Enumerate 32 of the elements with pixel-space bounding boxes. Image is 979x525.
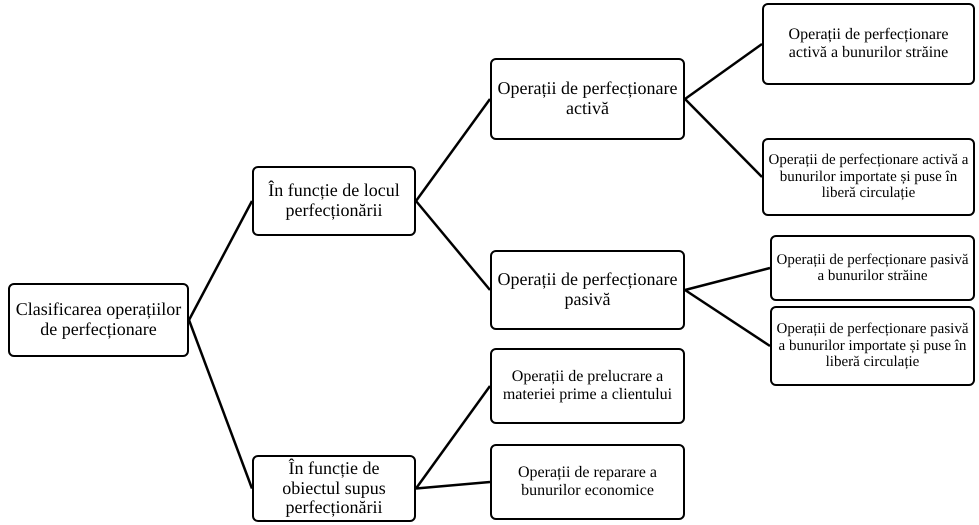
box-text: În funcție de obiectul supus perfecționării xyxy=(281,458,387,518)
box-text: Operații de perfecționare activă a bunurilor importate și puse în liberă circulație xyxy=(768,152,969,202)
connector-line xyxy=(415,200,491,291)
box-text: Operații de reparare a bunurilor economice xyxy=(516,464,658,500)
connector-line xyxy=(684,288,771,348)
connector-line xyxy=(414,385,492,490)
box-text: Operații de prelucrare a materiei prime a clientului xyxy=(502,368,674,404)
category-box xyxy=(770,235,975,301)
category-box xyxy=(252,166,416,236)
category-box xyxy=(490,58,685,140)
connector-line xyxy=(414,98,492,202)
category-box xyxy=(490,444,685,520)
box-text: În funcție de locul perfecționării xyxy=(267,181,401,221)
category-box xyxy=(252,455,416,522)
box-text: Clasificarea operațiilor de perfecționare xyxy=(14,300,182,340)
category-box xyxy=(770,306,975,386)
category-box xyxy=(490,250,685,330)
connector-line xyxy=(684,266,770,292)
connector-line xyxy=(188,200,254,321)
box-text: Operații de perfecționare activă a bunurilor străine xyxy=(788,26,950,62)
category-box xyxy=(762,3,975,85)
connector-line xyxy=(684,98,763,178)
box-text: Operații de perfecționare pasivă a bunurilor străine xyxy=(776,252,969,284)
box-text: Operații de perfecționare activă xyxy=(496,79,678,119)
category-box xyxy=(490,348,685,424)
connector-line xyxy=(416,480,490,490)
box-text: Operații de perfecționare pasivă xyxy=(496,270,678,310)
connector-line xyxy=(684,42,763,100)
connector-line xyxy=(188,320,254,489)
box-text: Operații de perfecționare pasivă a bunurilor importate și puse în liberă circulație xyxy=(776,321,969,371)
category-box xyxy=(762,138,975,216)
category-box xyxy=(8,283,189,357)
